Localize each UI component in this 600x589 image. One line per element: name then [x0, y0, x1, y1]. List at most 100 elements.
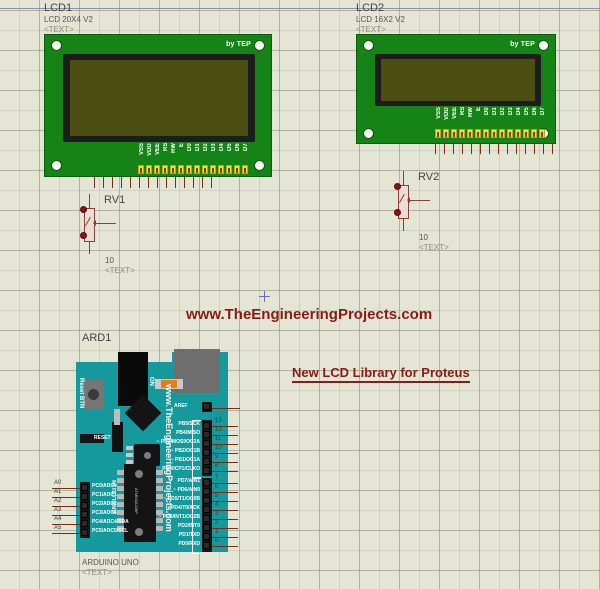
- ic-pin: [117, 510, 124, 515]
- digital-wire-label: 8: [215, 463, 219, 469]
- lcd2-pin-label: VSS: [436, 107, 442, 120]
- digital-header-pin[interactable]: [203, 506, 210, 513]
- lcd1-pin-pad[interactable]: [226, 165, 232, 174]
- lcd2-pin-label: RW: [468, 107, 474, 117]
- rv2-text-placeholder: <TEXT>: [419, 243, 449, 252]
- digital-header-pin[interactable]: [203, 533, 210, 540]
- lcd1-reference-label: LCD1: [44, 2, 73, 14]
- digital-header-pin[interactable]: [203, 524, 210, 531]
- digital-pin-name: PD4/T0/XCK: [171, 505, 200, 511]
- lcd2-pin-label: D4: [516, 107, 522, 115]
- lcd2-mount-hole-tr: [538, 40, 549, 51]
- lcd2-pin-pad[interactable]: [539, 129, 545, 138]
- lcd2-pin-pad[interactable]: [443, 129, 449, 138]
- lcd2-pin-pad[interactable]: [475, 129, 481, 138]
- analog-header-pin[interactable]: [81, 493, 88, 500]
- lcd2-pin-pad[interactable]: [507, 129, 513, 138]
- digital-header-pin[interactable]: [203, 458, 210, 465]
- arduino-device-label: ARDUINO UNO: [82, 558, 139, 567]
- lcd1-pin-pad[interactable]: [162, 165, 168, 174]
- digital-wire: [212, 537, 238, 538]
- digital-header-pin[interactable]: [203, 515, 210, 522]
- lcd1-pin-pad[interactable]: [178, 165, 184, 174]
- lcd1-device-label: LCD 20X4 V2: [44, 15, 93, 24]
- lcd1-pin-pad[interactable]: [242, 165, 248, 174]
- digital-header-pin[interactable]: [203, 542, 210, 549]
- analog-header-pin[interactable]: [81, 484, 88, 491]
- analog-header-pin[interactable]: [81, 511, 88, 518]
- aref-wire: [212, 408, 240, 409]
- lcd1-component[interactable]: by TEP VSS VDD VEE RS RW E D0 D1 D2 D3 D…: [44, 34, 272, 177]
- aref-header-pin[interactable]: [203, 403, 210, 410]
- lcd1-pin-pad[interactable]: [234, 165, 240, 174]
- lcd2-pin-label: D7: [540, 107, 546, 115]
- lcd2-pin-pads[interactable]: [435, 129, 547, 138]
- rv1-terminal-node-1[interactable]: [80, 206, 87, 213]
- analog-wire: [52, 488, 80, 489]
- lcd1-pin-label: VDD: [147, 143, 153, 156]
- lcd1-pin-pad[interactable]: [210, 165, 216, 174]
- lcd1-pin-pad[interactable]: [138, 165, 144, 174]
- ic-pin: [156, 510, 163, 515]
- digital-lower-bracket: [192, 478, 201, 554]
- reset-button-cap[interactable]: [88, 389, 99, 400]
- rv2-component[interactable]: [389, 169, 449, 231]
- library-title-annotation: New LCD Library for Proteus: [292, 365, 470, 383]
- digital-wire-label: 6: [215, 484, 219, 490]
- digital-header-pin[interactable]: [203, 479, 210, 486]
- digital-header-pin[interactable]: [203, 449, 210, 456]
- digital-wire-label: 1: [215, 529, 219, 535]
- digital-header-pin[interactable]: [203, 497, 210, 504]
- lcd2-pin-pad[interactable]: [459, 129, 465, 138]
- digital-wire: [212, 435, 238, 436]
- digital-header-pin[interactable]: [203, 488, 210, 495]
- lcd1-pin-pad[interactable]: [154, 165, 160, 174]
- digital-header-pin[interactable]: [203, 422, 210, 429]
- lcd2-pin-pad[interactable]: [451, 129, 457, 138]
- digital-header-pin[interactable]: [203, 431, 210, 438]
- digital-wire: [212, 519, 238, 520]
- rv2-terminal-node-1[interactable]: [394, 183, 401, 190]
- digital-pin-name: PD1/TXD: [178, 532, 200, 538]
- lcd1-pin-wires: [94, 177, 220, 188]
- lcd2-pin-pad[interactable]: [499, 129, 505, 138]
- lcd2-pin-pad[interactable]: [467, 129, 473, 138]
- lcd1-pin-pad[interactable]: [186, 165, 192, 174]
- lcd2-pin-pad[interactable]: [531, 129, 537, 138]
- lcd2-pin-pad[interactable]: [435, 129, 441, 138]
- on-led: [161, 380, 177, 388]
- analog-pin-header[interactable]: [80, 482, 90, 538]
- digital-header-upper[interactable]: [202, 420, 212, 476]
- analog-header-pin[interactable]: [81, 529, 88, 536]
- lcd2-pin-pad[interactable]: [483, 129, 489, 138]
- lcd2-pin-pad[interactable]: [523, 129, 529, 138]
- analog-header-pin[interactable]: [81, 520, 88, 527]
- lcd2-pin-pad[interactable]: [515, 129, 521, 138]
- lcd1-pin-pad[interactable]: [202, 165, 208, 174]
- lcd1-pin-label: VEE: [155, 143, 161, 156]
- lcd1-pin-pad[interactable]: [194, 165, 200, 174]
- lcd2-component[interactable]: by TEP VSS VDD VEE RS RW E D0 D1 D2 D3 D…: [356, 34, 556, 144]
- lcd1-pin-pads[interactable]: [138, 165, 250, 174]
- reset-header[interactable]: [80, 434, 104, 443]
- lcd1-text-placeholder: <TEXT>: [44, 25, 74, 34]
- lcd1-pin-pad[interactable]: [170, 165, 176, 174]
- rv2-terminal-node-2[interactable]: [394, 209, 401, 216]
- lcd1-pin-pad[interactable]: [218, 165, 224, 174]
- digital-wire: [212, 471, 238, 472]
- digital-header-pin[interactable]: [203, 440, 210, 447]
- rv1-terminal-node-2[interactable]: [80, 232, 87, 239]
- lcd1-pin-pad[interactable]: [146, 165, 152, 174]
- arduino-uno-component[interactable]: Reset BTN ON RESET ATMEGA328P www.TheEng…: [52, 349, 240, 554]
- on-led-silkscreen: ON: [148, 377, 154, 386]
- analog-wire-label: A0: [54, 480, 62, 486]
- digital-wire-label: 7: [215, 475, 219, 481]
- digital-pin-name: PB0/ICP1/CLKO: [162, 466, 200, 472]
- arduino-text-placeholder: <TEXT>: [82, 568, 112, 577]
- digital-header-pin[interactable]: [203, 467, 210, 474]
- analog-header-pin[interactable]: [81, 502, 88, 509]
- lcd2-pin-pad[interactable]: [491, 129, 497, 138]
- rv1-component[interactable]: [75, 192, 135, 254]
- origin-marker-icon: [259, 291, 270, 302]
- digital-wire: [212, 426, 238, 427]
